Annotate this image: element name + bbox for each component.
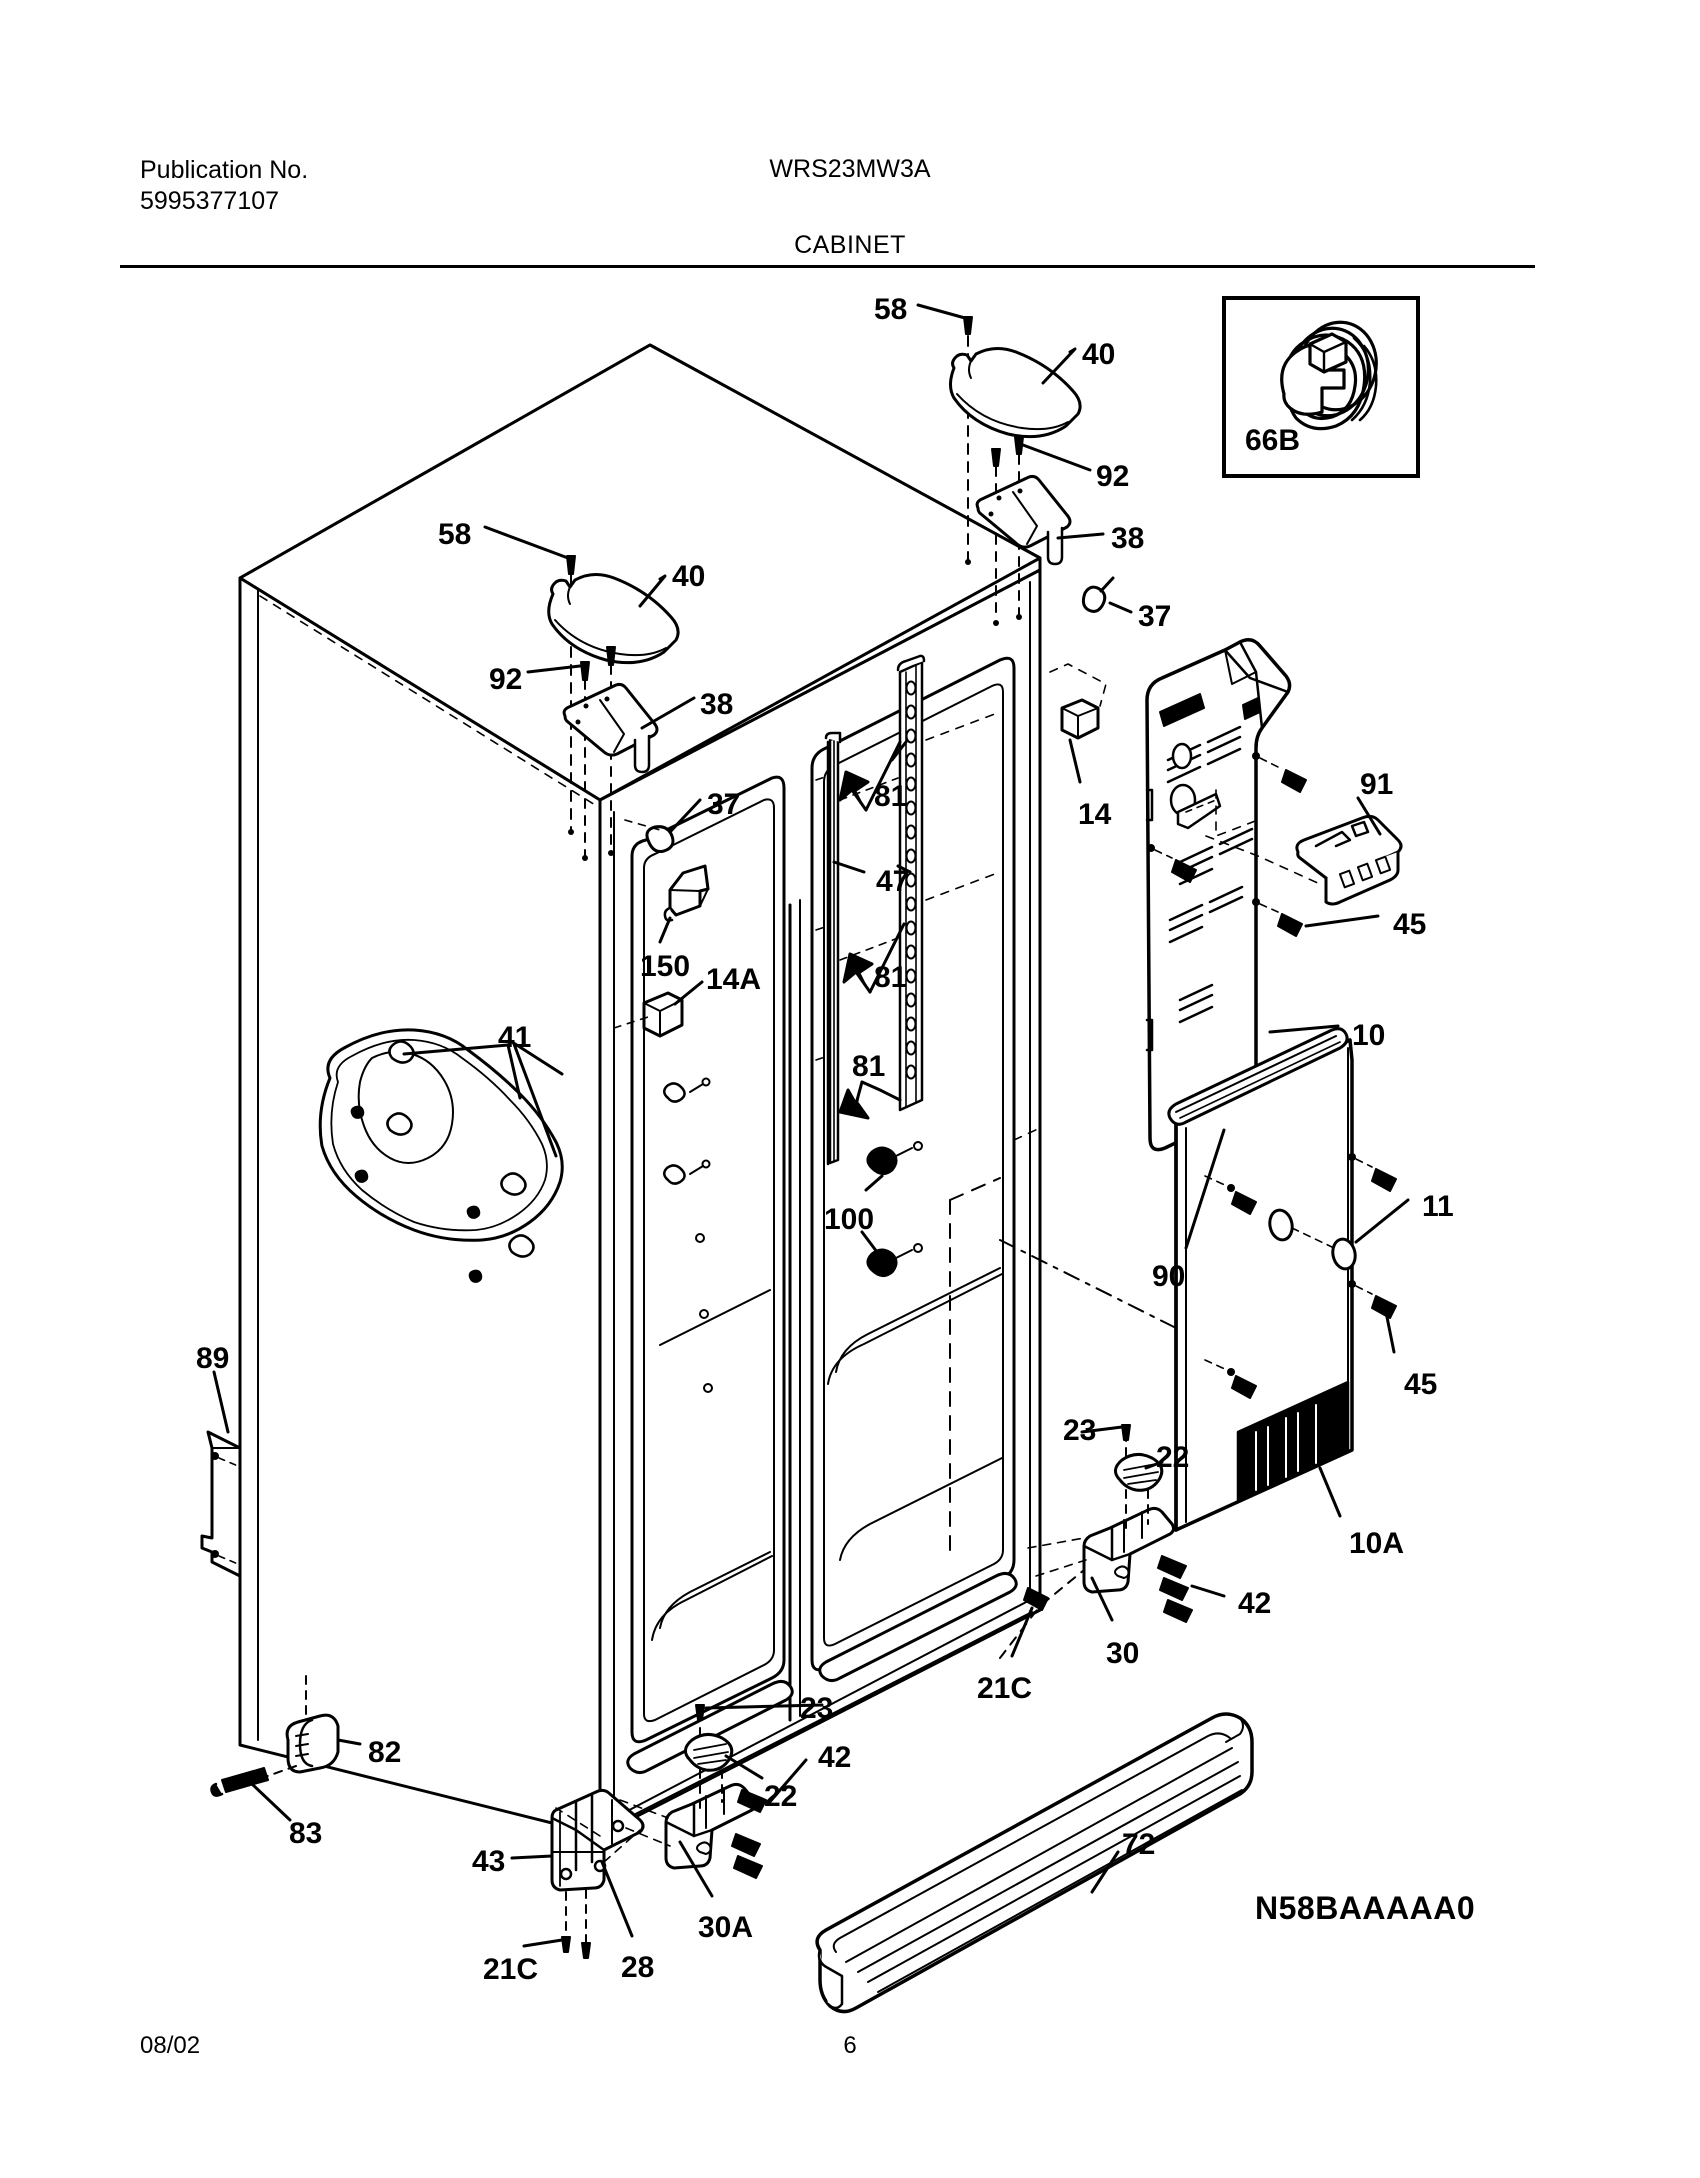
inset-detail-box [1222, 296, 1420, 478]
grommet-bushing-icon [1280, 320, 1378, 431]
callout-42: 42 [1238, 1587, 1272, 1620]
callout-92: 92 [1096, 460, 1130, 493]
callout-83: 83 [289, 1817, 323, 1850]
section-title: CABINET [794, 231, 906, 259]
callout-72: 72 [1122, 1828, 1156, 1861]
callout-37: 37 [1138, 600, 1172, 633]
callout-42: 42 [818, 1741, 852, 1774]
callout-30A: 30A [698, 1911, 754, 1944]
callout-40: 40 [1082, 338, 1116, 371]
publication-number: 5995377107 [140, 187, 280, 215]
callout-81: 81 [874, 780, 908, 813]
callout-28: 28 [621, 1951, 655, 1984]
callout-82: 82 [368, 1736, 402, 1769]
callout-90: 90 [1152, 1260, 1186, 1293]
callout-91: 91 [1360, 768, 1394, 801]
callout-14A: 14A [706, 963, 762, 996]
callout-58: 58 [874, 293, 908, 326]
diagram-code: N58BAAAAA0 [1255, 1890, 1476, 1926]
callout-22: 22 [1156, 1441, 1190, 1474]
callout-10: 10 [1352, 1019, 1386, 1052]
callout-150: 150 [640, 950, 691, 983]
publication-label: Publication No. [140, 156, 309, 184]
publication-block: Publication No. 5995377107 [140, 155, 308, 217]
callout-11: 11 [1422, 1190, 1454, 1223]
callout-23: 23 [1063, 1414, 1097, 1447]
callout-22: 22 [764, 1780, 798, 1813]
callout-45: 45 [1404, 1368, 1438, 1401]
model-number: WRS23MW3A [769, 155, 931, 183]
footer-date: 08/02 [140, 2032, 201, 2059]
callout-89: 89 [196, 1342, 230, 1375]
callout-100: 100 [824, 1203, 875, 1236]
callout-81: 81 [874, 961, 908, 994]
callout-38: 38 [700, 688, 734, 721]
callout-30: 30 [1106, 1637, 1140, 1670]
callout-47: 47 [876, 865, 910, 898]
callout-10A: 10A [1349, 1527, 1405, 1560]
footer-page-number: 6 [843, 2032, 857, 2059]
callout-23: 23 [800, 1692, 834, 1725]
callout-92: 92 [489, 663, 523, 696]
callout-43: 43 [472, 1845, 506, 1878]
callout-41: 41 [498, 1021, 532, 1054]
callout-58: 58 [438, 518, 472, 551]
callout-40: 40 [672, 560, 706, 593]
callout-21C: 21C [977, 1672, 1033, 1705]
callout-14: 14 [1078, 798, 1112, 831]
callout-21C: 21C [483, 1953, 539, 1986]
callout-38: 38 [1111, 522, 1145, 555]
header-rule [120, 265, 1535, 268]
inset-label: 66B [1245, 424, 1301, 457]
callout-37: 37 [707, 788, 741, 821]
callout-81: 81 [852, 1050, 886, 1083]
callout-45: 45 [1393, 908, 1427, 941]
